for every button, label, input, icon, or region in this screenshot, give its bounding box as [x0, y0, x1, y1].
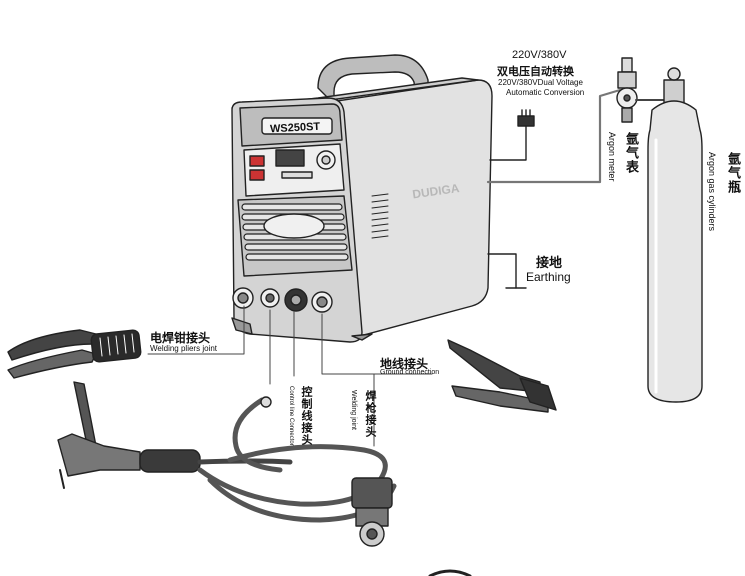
leader-lines	[147, 305, 433, 447]
display	[275, 149, 305, 167]
side-panel	[329, 79, 493, 337]
power-cn-label: 双电压自动转换	[497, 65, 574, 78]
power-en-line1: 220V/380VDual Voltage	[498, 78, 583, 87]
control-line-en-label: Control line Connector	[288, 386, 294, 446]
electrode-holder	[7, 329, 142, 379]
tig-torch	[57, 381, 293, 489]
argon-hose	[486, 88, 622, 184]
model-label: WS250ST	[270, 121, 321, 136]
earthing-symbol	[487, 253, 527, 289]
argon-meter-cn-label: 氩气表	[623, 132, 638, 174]
ground-connection-en-label: Ground connection	[380, 369, 440, 376]
argon-cylinder-cn-label: 氩气瓶	[725, 152, 740, 194]
earthing-cn-label: 接地	[536, 256, 563, 271]
argon-regulator	[616, 57, 669, 123]
welding-gun-en-label: Welding joint	[350, 390, 357, 430]
control-line-cn-label: 控制线接头	[300, 386, 313, 446]
earthing-en-label: Earthing	[526, 270, 571, 284]
argon-cylinder	[647, 67, 703, 403]
welding-pliers-cn-label: 电焊钳接头	[150, 331, 211, 345]
argon-meter-en-label: Argon meter	[607, 132, 617, 182]
welding-machine: DUDIGA	[231, 54, 493, 343]
power-en-line2: Automatic Conversion	[506, 88, 585, 97]
side-brand: DUDIGA	[411, 181, 460, 201]
welding-pliers-en-label: Welding pliers joint	[150, 344, 217, 353]
control-plug	[260, 396, 272, 408]
cropped-logo	[428, 569, 472, 576]
ground-connection-cn-label: 地线接头	[380, 357, 429, 371]
power-plug	[489, 109, 535, 161]
front-terminals	[232, 287, 333, 313]
argon-cylinder-en-label: Argon gas cylinders	[707, 152, 717, 232]
gas-connector	[351, 477, 393, 547]
ground-clamp	[447, 339, 557, 413]
power-voltage-label: 220V/380V	[512, 49, 567, 61]
welding-gun-cn-label: 焊枪接头	[364, 390, 377, 438]
